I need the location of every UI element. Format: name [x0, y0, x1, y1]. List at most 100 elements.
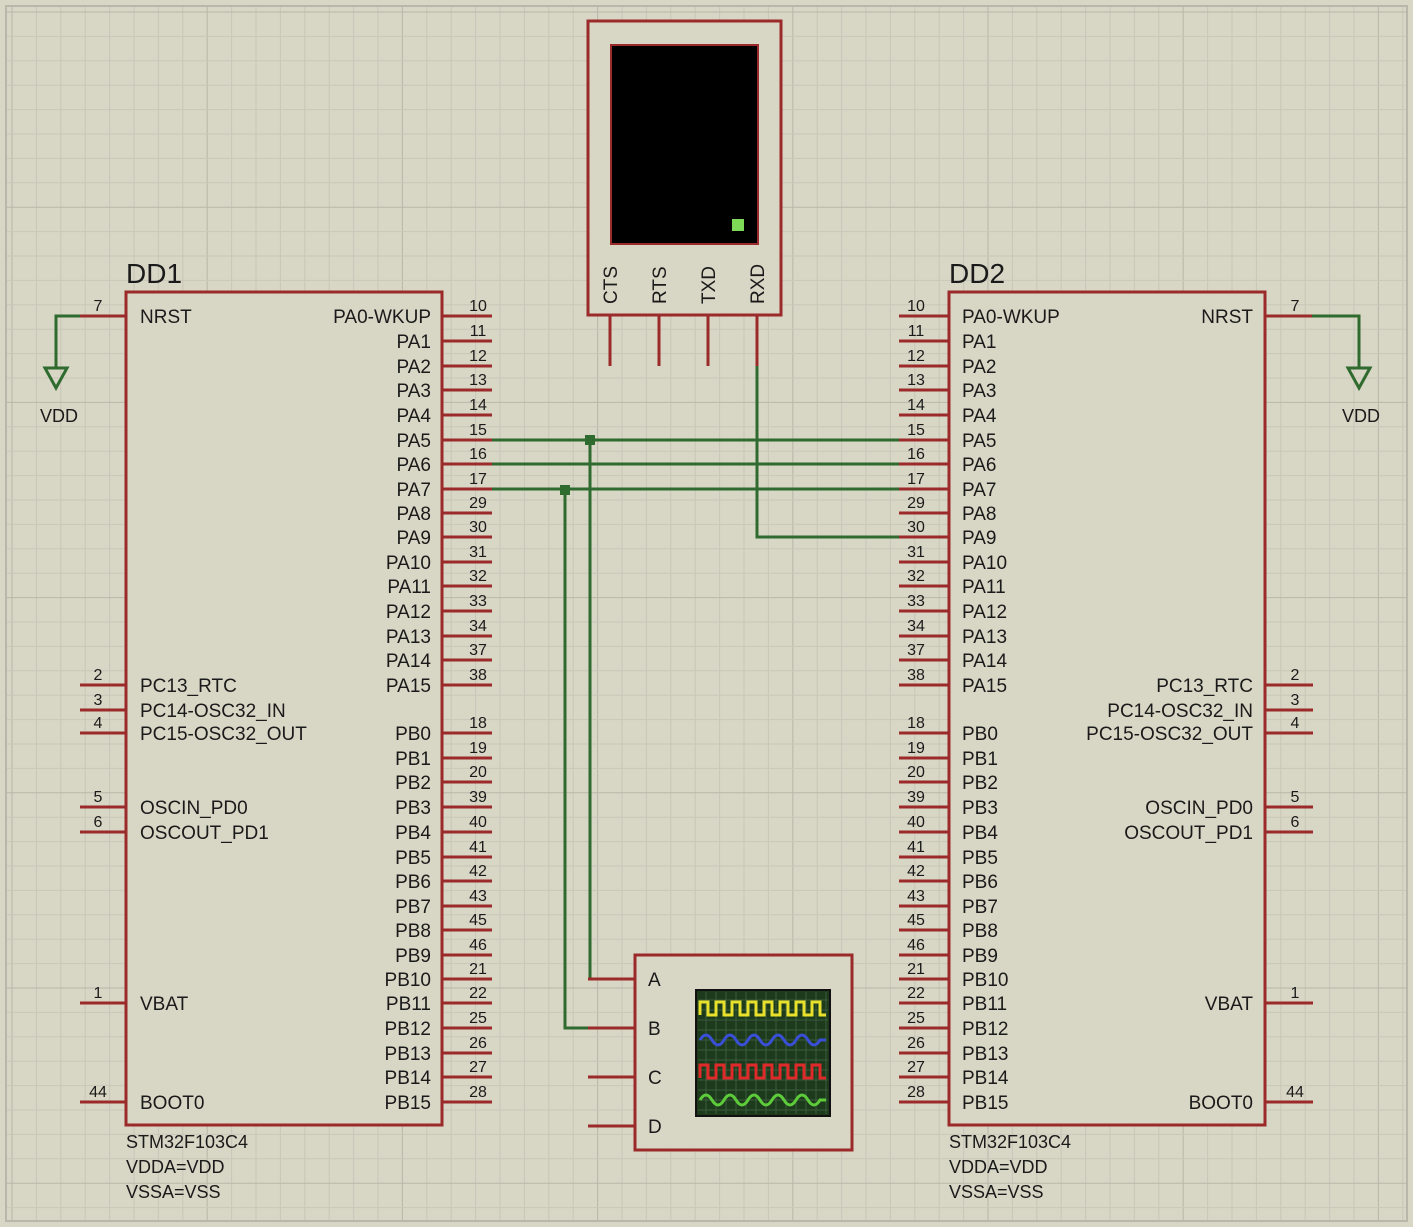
power-vdd-dd1[interactable]: VDD — [40, 314, 80, 426]
chip-dd2[interactable]: DD2 STM32F103C4 VDDA=VDD VSSA=VSS 10PA0-… — [899, 258, 1313, 1202]
wire-rxd-pa9[interactable] — [755, 366, 899, 539]
terminal-pin-cts[interactable]: CTS — [601, 266, 622, 366]
pin-number: 4 — [1291, 715, 1300, 732]
chip-dd1[interactable]: DD1 STM32F103C4 VDDA=VDD VSSA=VSS 7NRST2… — [80, 258, 492, 1202]
oscilloscope-pin-d[interactable]: D — [588, 1117, 662, 1138]
oscilloscope[interactable]: A B C D — [588, 953, 854, 1152]
oscilloscope-pin-c[interactable]: C — [588, 1068, 662, 1089]
power-vdd-dd2[interactable]: VDD — [1312, 314, 1380, 426]
chip-dd2-body[interactable] — [947, 290, 1267, 1127]
pin-number: 16 — [907, 446, 925, 463]
chip-dd1-body[interactable] — [124, 290, 444, 1127]
oscilloscope-pin-b[interactable]: B — [588, 1019, 661, 1040]
oscilloscope-pin-a[interactable]: A — [588, 970, 661, 991]
terminal-pin-rts[interactable]: RTS — [650, 266, 671, 366]
wire-pa7-scope-b[interactable] — [563, 489, 588, 1030]
terminal-pin-txd[interactable]: TXD — [699, 266, 720, 366]
virtual-terminal[interactable]: CTS RTS TXD RXD — [586, 19, 783, 366]
terminal-pin-rxd[interactable]: RXD — [748, 264, 769, 366]
